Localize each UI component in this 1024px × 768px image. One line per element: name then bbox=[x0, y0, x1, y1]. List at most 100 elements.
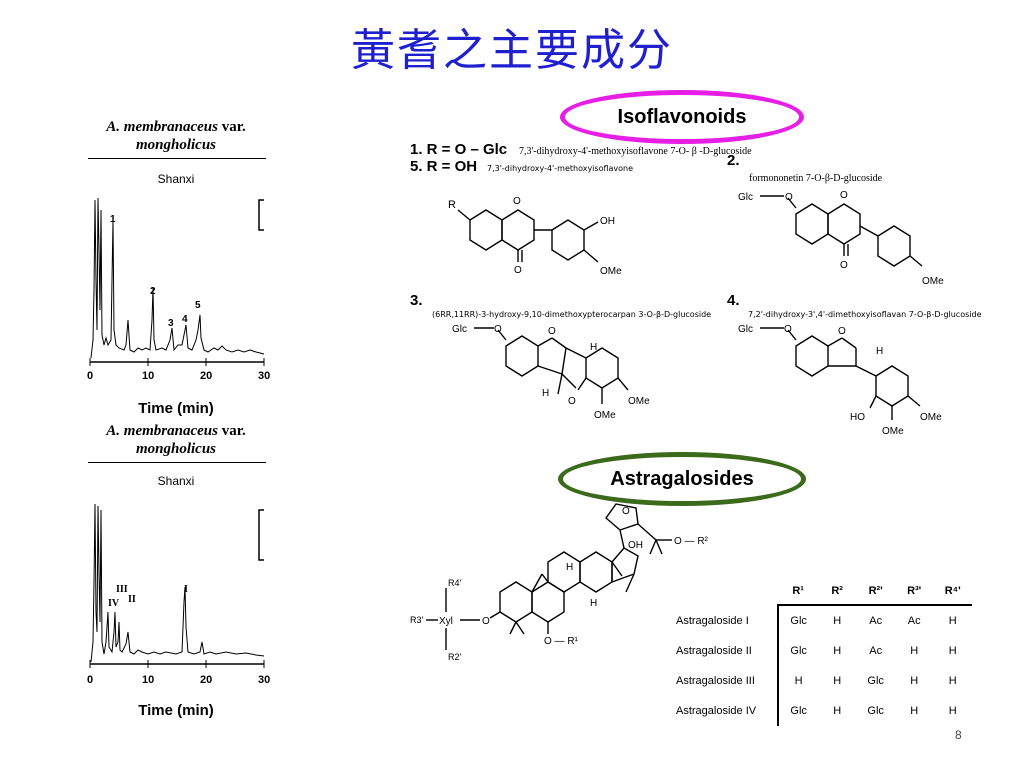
row-name: Astragaloside I bbox=[676, 614, 749, 627]
x-axis-title: Time (min) bbox=[138, 400, 214, 417]
header-rule bbox=[88, 462, 266, 463]
ome-label: OMe bbox=[922, 276, 944, 287]
x-tick-label: 20 bbox=[200, 674, 213, 686]
r3p-label: R3' bbox=[410, 615, 424, 625]
species-name: A. membranaceus bbox=[106, 119, 218, 135]
carbonyl-o-label: O bbox=[840, 260, 848, 271]
o-r1-label: O — R¹ bbox=[544, 636, 579, 647]
table-header-row: R¹ R² R²' R³' R⁴' bbox=[676, 578, 972, 605]
variety-name: mongholicus bbox=[135, 441, 217, 457]
h-label: H bbox=[566, 562, 573, 573]
ring-o-label: O bbox=[513, 196, 521, 207]
heading-text: Isoflavonoids bbox=[617, 105, 747, 128]
ome-label: OMe bbox=[594, 410, 616, 421]
x-tick-label: 20 bbox=[200, 370, 213, 382]
compound-4-name: 7,2'-dihydroxy-3',4'-dimethoxyisoflavan … bbox=[748, 310, 982, 319]
peak-label: IV bbox=[108, 598, 120, 609]
peak-label: 4 bbox=[182, 314, 188, 325]
cell: H bbox=[910, 705, 919, 717]
chromatogram-bottom: A. membranaceus var. mongholicus Shanxi … bbox=[86, 422, 276, 722]
cell: H bbox=[910, 675, 919, 687]
glc-label: Glc bbox=[452, 324, 467, 335]
table-row: Astragaloside II Glc H Ac H H bbox=[676, 636, 972, 666]
cell: Glc bbox=[867, 705, 884, 717]
table-row: Astragaloside III H H Glc H H bbox=[676, 666, 972, 696]
cell: H bbox=[833, 705, 842, 717]
isoflavan-structure-4: Glc O O H HO OMe OMe bbox=[738, 324, 942, 437]
compound-2-formula: 2. bbox=[727, 152, 740, 169]
isoflavone-structure-2: Glc O O O OMe bbox=[738, 190, 944, 287]
astragaloside-table: R¹ R² R²' R³' R⁴' Astragaloside I Glc H … bbox=[676, 578, 972, 726]
peak-label: 5 bbox=[195, 300, 201, 311]
var-label: var. bbox=[221, 423, 246, 439]
site-label: Shanxi bbox=[157, 172, 195, 186]
x-tick-label: 0 bbox=[87, 674, 94, 686]
isoflavonoids-heading: Isoflavonoids bbox=[560, 90, 804, 144]
header-rule bbox=[88, 158, 266, 159]
table-row: Astragaloside I Glc H Ac Ac H bbox=[676, 604, 972, 636]
var-label: var. bbox=[221, 119, 246, 135]
ring-o-label: O bbox=[548, 326, 556, 337]
page-number: 8 bbox=[955, 728, 962, 742]
cell: Ac bbox=[894, 604, 934, 636]
col-header: R⁴' bbox=[944, 585, 961, 597]
h-label: H bbox=[590, 598, 597, 609]
cell: Glc bbox=[777, 604, 818, 636]
ome-label: OMe bbox=[920, 412, 942, 423]
ome-label: OMe bbox=[628, 396, 650, 407]
pterocarpan-structure-3: Glc O O H H O OMe OMe bbox=[452, 324, 650, 421]
compound-5-formula: 5. R = OH bbox=[410, 158, 478, 175]
peak-label: 3 bbox=[168, 318, 174, 329]
oh-label: OH bbox=[600, 216, 615, 227]
cell: Glc bbox=[777, 696, 818, 726]
x-tick-label: 30 bbox=[258, 674, 271, 686]
r2p-label: R2' bbox=[448, 652, 462, 662]
ho-label: HO bbox=[850, 412, 865, 423]
cell: H bbox=[910, 645, 919, 657]
x-tick-label: 10 bbox=[142, 674, 155, 686]
xyl-label: Xyl bbox=[439, 616, 453, 627]
ome-label: OMe bbox=[600, 266, 622, 277]
table-header-empty bbox=[676, 578, 778, 605]
col-header: R²' bbox=[868, 585, 883, 597]
row-name: Astragaloside II bbox=[676, 645, 752, 657]
oh-label: OH bbox=[628, 540, 643, 551]
peak-label: I bbox=[184, 584, 188, 595]
row-name: Astragaloside IV bbox=[676, 705, 757, 717]
chromatogram-top: A. membranaceus var. mongholicus Shanxi … bbox=[86, 118, 276, 418]
peak-label: II bbox=[128, 594, 136, 605]
h-label: H bbox=[876, 346, 883, 357]
astragalosides-heading: Astragalosides bbox=[558, 452, 806, 506]
heading-text: Astragalosides bbox=[610, 467, 754, 490]
peak-label: III bbox=[116, 584, 128, 595]
peak-label: 1 bbox=[110, 214, 116, 225]
ether-o-label: O bbox=[494, 324, 502, 335]
cell: H bbox=[948, 645, 957, 657]
o-label: O bbox=[482, 616, 490, 627]
glc-label: Glc bbox=[738, 324, 753, 335]
h-label: H bbox=[590, 342, 597, 353]
compound-3-name: (6RR,11RR)-3-hydroxy-9,10-dimethoxyptero… bbox=[432, 310, 712, 319]
row-name: Astragaloside III bbox=[676, 675, 755, 687]
slide-title: 黃耆之主要成分 bbox=[351, 25, 673, 76]
cell: Glc bbox=[867, 675, 884, 687]
glc-label: Glc bbox=[738, 192, 753, 203]
species-name: A. membranaceus bbox=[106, 423, 218, 439]
cell: H bbox=[833, 675, 842, 687]
carbonyl-o-label: O bbox=[514, 265, 522, 276]
compound-1-formula: 1. R = O – Glc bbox=[410, 141, 508, 158]
col-header: R¹ bbox=[792, 585, 804, 597]
ring-o-label: O bbox=[840, 190, 848, 201]
cell: H bbox=[817, 604, 857, 636]
chromatogram-plot bbox=[89, 503, 265, 668]
r-label: R bbox=[448, 199, 456, 211]
x-tick-label: 30 bbox=[258, 370, 271, 382]
cell: H bbox=[833, 645, 842, 657]
cell: H bbox=[948, 705, 957, 717]
cell: H bbox=[948, 675, 957, 687]
x-tick-label: 0 bbox=[87, 370, 94, 382]
chromatogram-header: A. membranaceus var. mongholicus bbox=[86, 118, 266, 154]
compound-3-formula: 3. bbox=[410, 292, 423, 309]
cell: Ac bbox=[869, 645, 883, 657]
ome-label: OMe bbox=[882, 426, 904, 437]
